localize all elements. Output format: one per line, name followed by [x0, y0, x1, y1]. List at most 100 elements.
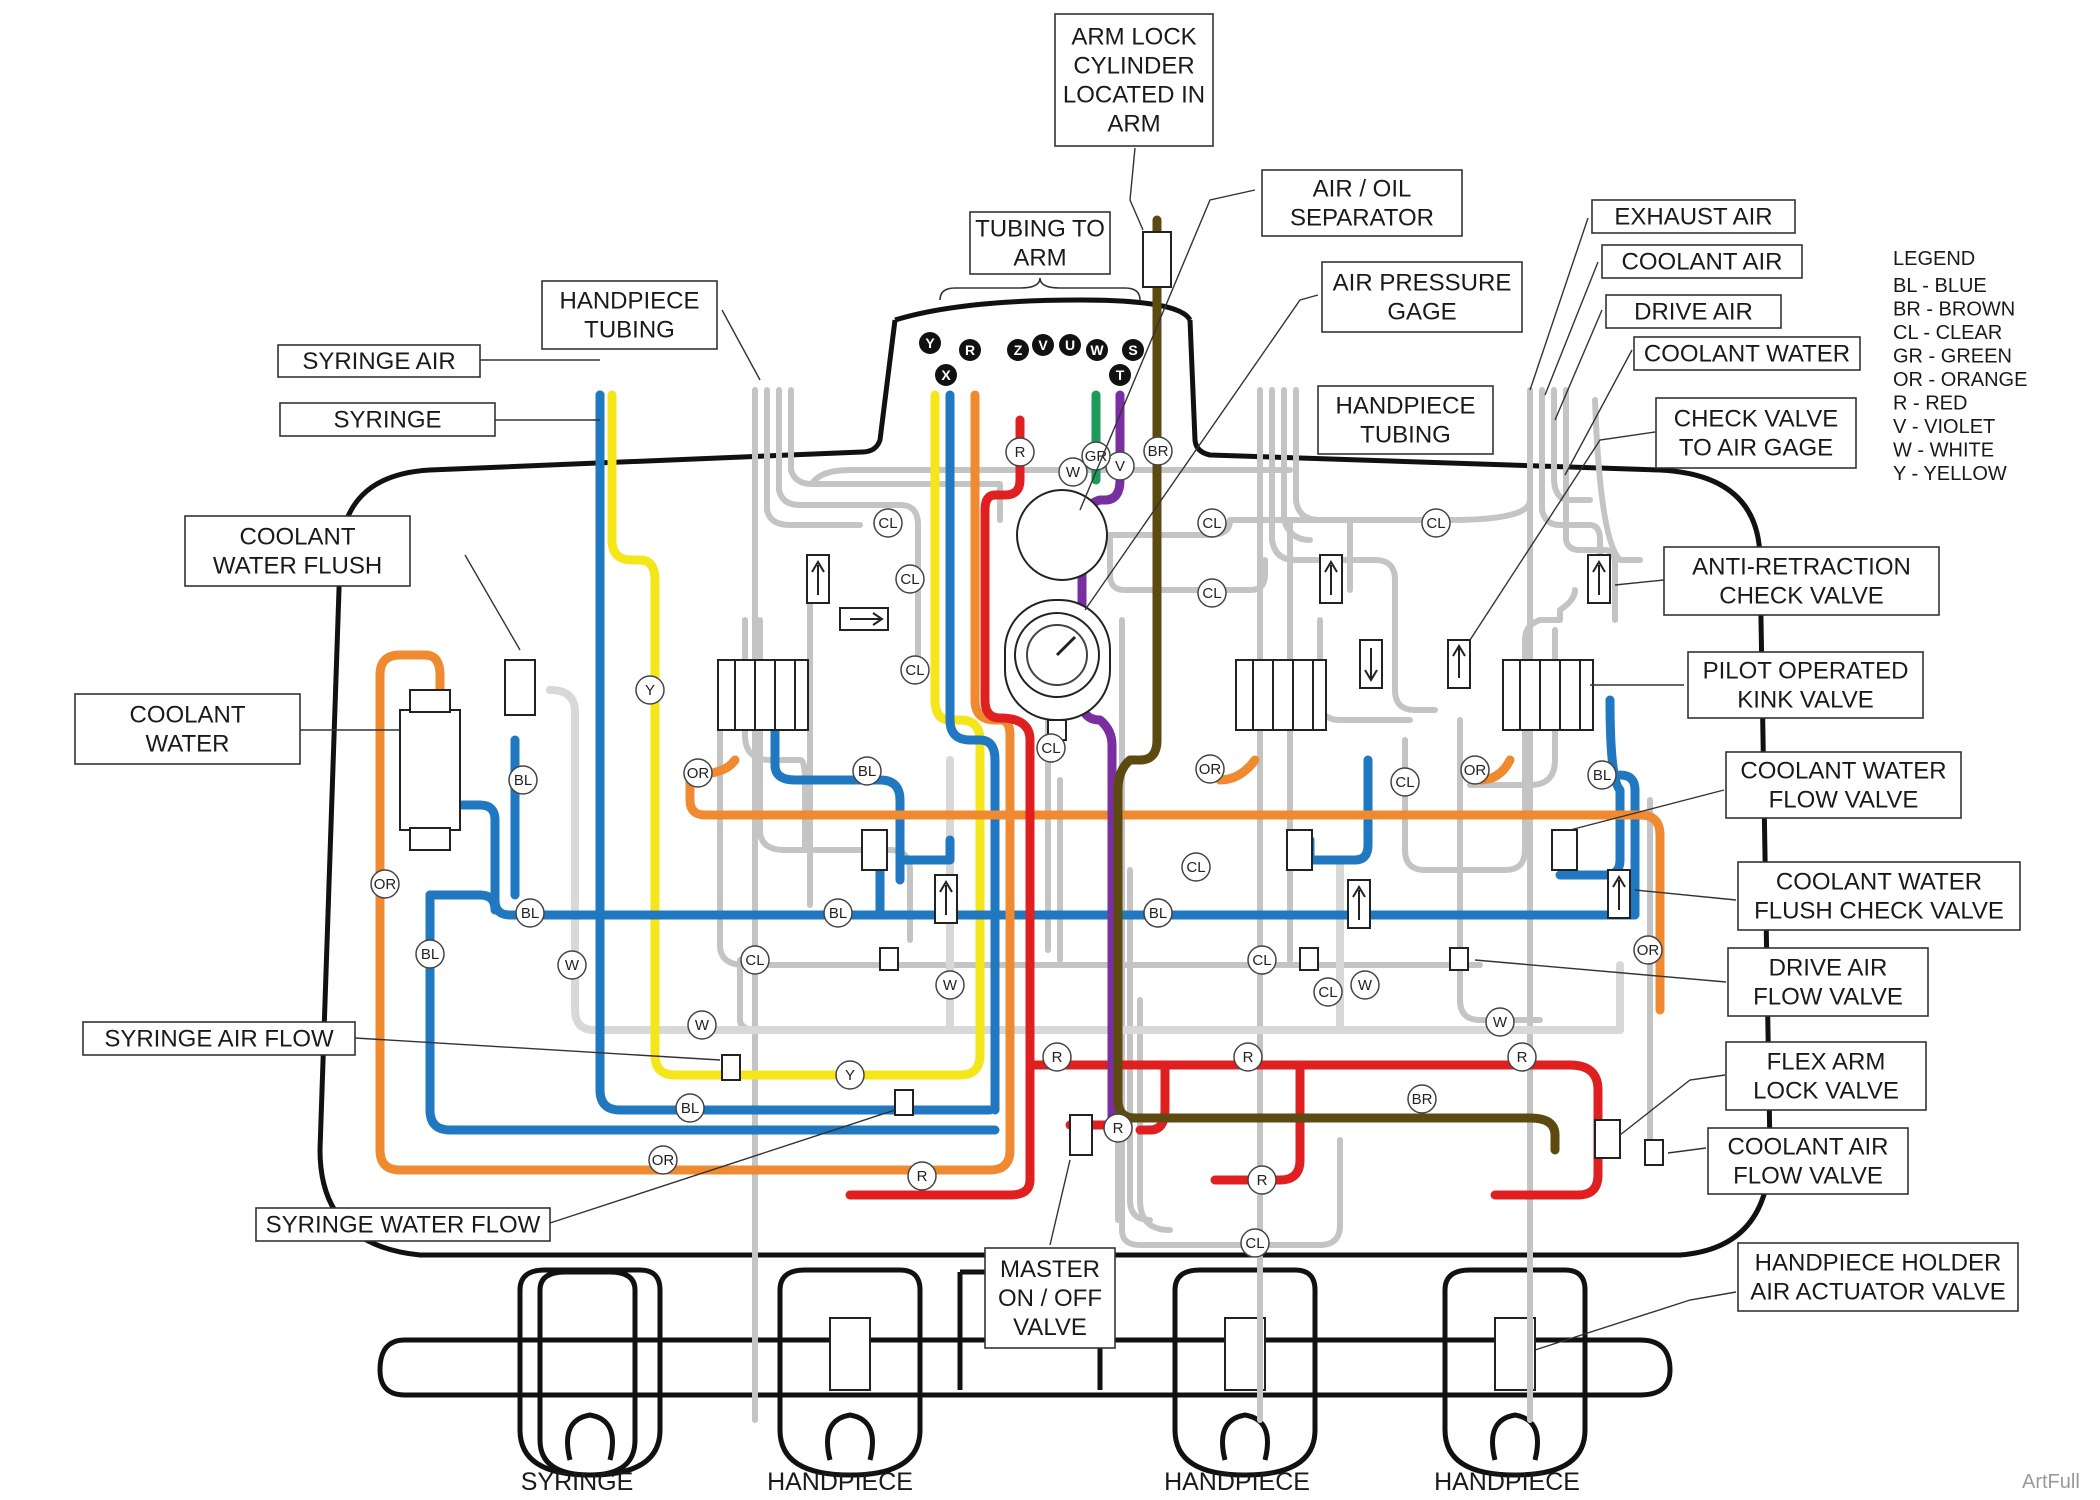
callout-text: HANDPIECE HOLDER [1755, 1250, 2002, 1277]
tube-tag-r: R [1103, 1113, 1133, 1143]
callout-text: FLOW VALVE [1769, 787, 1919, 814]
callout-box [1601, 244, 1803, 279]
coolant-water-flush-check-valve-3 [1607, 869, 1631, 919]
drive-air-flow-valve-1 [879, 947, 899, 971]
callout-box [1054, 13, 1214, 147]
legend-item: OR - ORANGE [1893, 369, 2027, 391]
callout-coolant-water-right: COOLANT WATER [1633, 336, 1861, 371]
tube-tag-r: R [907, 1161, 937, 1191]
tube-tag-text: CL [1318, 984, 1337, 1001]
callout-text: PILOT OPERATED [1703, 658, 1909, 685]
tube-tag-or: OR [1195, 754, 1225, 784]
tube-tag-text: Y [845, 1067, 855, 1084]
tube-tag-text: BR [1412, 1091, 1433, 1108]
tube-tag-text: CL [1252, 952, 1271, 969]
connector-letter: W [1090, 342, 1104, 358]
tube-tag-or: OR [1460, 755, 1490, 785]
tube-tag-w: W [1485, 1007, 1515, 1037]
tubing-to-arm-brace [939, 277, 1141, 301]
callout-text: ANTI-RETRACTION [1692, 554, 1911, 581]
tube-tag-text: BR [1148, 443, 1169, 460]
callout-text: AIR / OIL [1313, 176, 1412, 203]
tube-tag-br: BR [1407, 1084, 1437, 1114]
tube-tag-y: Y [835, 1060, 865, 1090]
callout-text: CHECK VALVE [1719, 583, 1884, 610]
tube-tag-or: OR [370, 869, 400, 899]
callout-text: WATER [146, 731, 230, 758]
callout-text: DRIVE AIR [1769, 955, 1888, 982]
callout-box [74, 693, 301, 765]
tube-tag-text: W [1358, 977, 1373, 994]
coolant-water-flow-valve-3 [1551, 829, 1578, 871]
holder-actuator-valve-1 [829, 1317, 871, 1391]
connector-letter: T [1116, 367, 1125, 383]
callout-text: FLOW VALVE [1753, 984, 1903, 1011]
tube-tag-text: BL [421, 946, 439, 963]
connector-v: V [1032, 334, 1054, 356]
tube-tag-text: BL [681, 1100, 699, 1117]
tube-tag-text: CL [878, 515, 897, 532]
tube-tag-cl: CL [1313, 977, 1343, 1007]
coolant-water-flow-valve-1 [861, 829, 888, 871]
callout-text: TUBING TO [975, 216, 1105, 243]
tube-tag-bl: BL [415, 939, 445, 969]
callout-text: CHECK VALVE [1674, 406, 1839, 433]
tube-tag-text: BL [829, 905, 847, 922]
drive-air-flow-valve-3 [1449, 947, 1469, 971]
tube-tag-bl: BL [852, 756, 882, 786]
callout-text: AIR PRESSURE [1333, 270, 1512, 297]
tube-tag-bl: BL [515, 898, 545, 928]
callout-text: TO AIR GAGE [1679, 435, 1833, 462]
tube-tag-text: R [1257, 1172, 1268, 1189]
callout-box [541, 280, 718, 350]
callout-text: COOLANT WATER [1644, 341, 1850, 368]
callout-text: LOCK VALVE [1753, 1078, 1899, 1105]
legend-item: BL - BLUE [1893, 275, 1987, 297]
tube-tag-text: W [1493, 1014, 1508, 1031]
callout-text: COOLANT [129, 702, 245, 729]
arm-lock-cylinder [1142, 231, 1172, 288]
check-valve-to-air-gage [1447, 639, 1471, 689]
callout-coolant-air: COOLANT AIR [1601, 244, 1803, 279]
tube-tag-text: GR [1085, 448, 1108, 465]
tube-tag-text: R [1517, 1049, 1528, 1066]
tube-tag-or: OR [1633, 935, 1663, 965]
callout-box [277, 344, 481, 378]
callout-box [1725, 1041, 1927, 1111]
callout-box [1737, 861, 2021, 931]
callout-box [1261, 169, 1463, 237]
connector-letter: V [1038, 337, 1048, 353]
connector-letter: U [1065, 337, 1075, 353]
tube-tag-cl: CL [873, 508, 903, 538]
tube-tag-r: R [1247, 1165, 1277, 1195]
callout-box [1655, 397, 1857, 469]
holder-label-handpiece: HANDPIECE [1434, 1468, 1580, 1496]
legend-item: GR - GREEN [1893, 346, 2012, 368]
callout-exhaust-air: EXHAUST AIR [1591, 199, 1796, 234]
legend-item: V - VIOLET [1893, 416, 1995, 438]
callout-drive-air: DRIVE AIR [1605, 294, 1782, 329]
callout-text: ARM LOCK [1071, 24, 1196, 51]
tube-tag-bl: BL [508, 765, 538, 795]
connector-letter: R [965, 342, 975, 358]
tube-tag-text: OR [1637, 942, 1660, 959]
callout-text: FLOW VALVE [1733, 1163, 1883, 1190]
callout-text: AIR ACTUATOR VALVE [1750, 1279, 2006, 1306]
tube-tag-w: W [1058, 457, 1088, 487]
tube-tag-text: CL [1041, 740, 1060, 757]
tube-tag-text: OR [652, 1152, 675, 1169]
tube-tag-bl: BL [1587, 760, 1617, 790]
tube-tag-cl: CL [1036, 733, 1066, 763]
callout-text: MASTER [1000, 1256, 1100, 1283]
